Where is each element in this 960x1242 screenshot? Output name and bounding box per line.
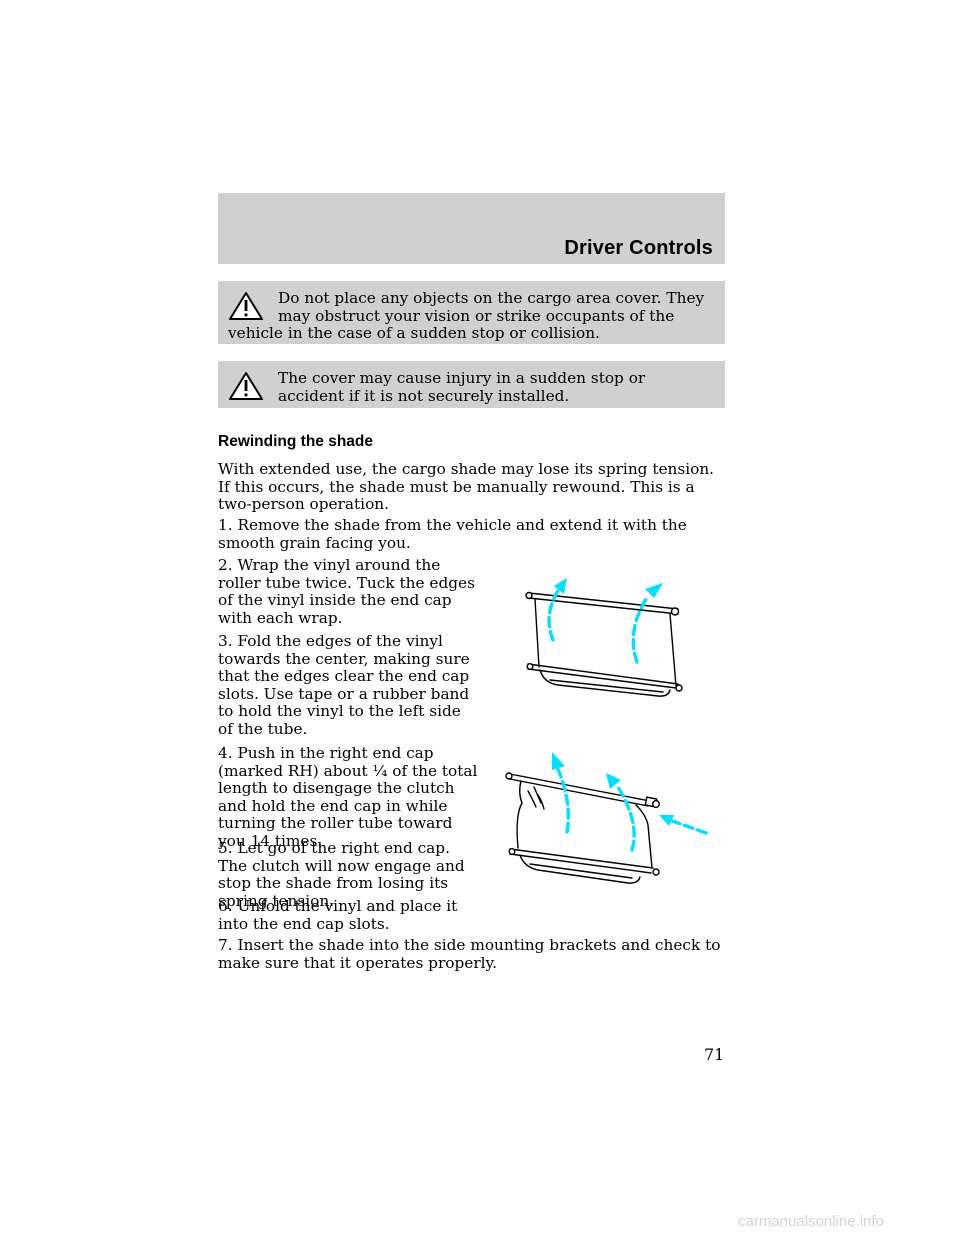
step-6: 6. Unfold the vinyl and place it into th…	[218, 897, 458, 933]
warning-box-cargo-objects: Do not place any objects on the cargo ar…	[218, 281, 725, 344]
warning-box-secure-install: The cover may cause injury in a sudden s…	[218, 361, 725, 408]
step-7: 7. Insert the shade into the side mounti…	[218, 936, 721, 972]
warning-text: The cover may cause injury in a sudden s…	[278, 369, 646, 405]
page-title: Driver Controls	[564, 237, 713, 259]
step-1: 1. Remove the shade from the vehicle and…	[218, 516, 687, 552]
step-3: 3. Fold the edges of the vinyl towards t…	[218, 632, 470, 738]
step-2: 2. Wrap the vinyl around the roller tube…	[218, 556, 475, 627]
step-4: 4. Push in the right end cap (marked RH)…	[218, 744, 478, 850]
end-cap-rotate-illustration	[505, 752, 708, 884]
warning-triangle-icon	[229, 292, 263, 320]
header-band: Driver Controls	[218, 193, 725, 264]
step-5: 5. Let go of the right end cap. The clut…	[218, 839, 465, 910]
section-heading: Rewinding the shade	[218, 433, 374, 450]
page-number: 71	[704, 1045, 725, 1064]
warning-triangle-icon	[229, 372, 263, 400]
intro-paragraph: With extended use, the cargo shade may l…	[218, 460, 715, 513]
shade-wrap-illustration	[525, 578, 683, 697]
watermark: carmanualsonline.info	[738, 1213, 884, 1230]
warning-text: Do not place any objects on the cargo ar…	[228, 289, 705, 342]
